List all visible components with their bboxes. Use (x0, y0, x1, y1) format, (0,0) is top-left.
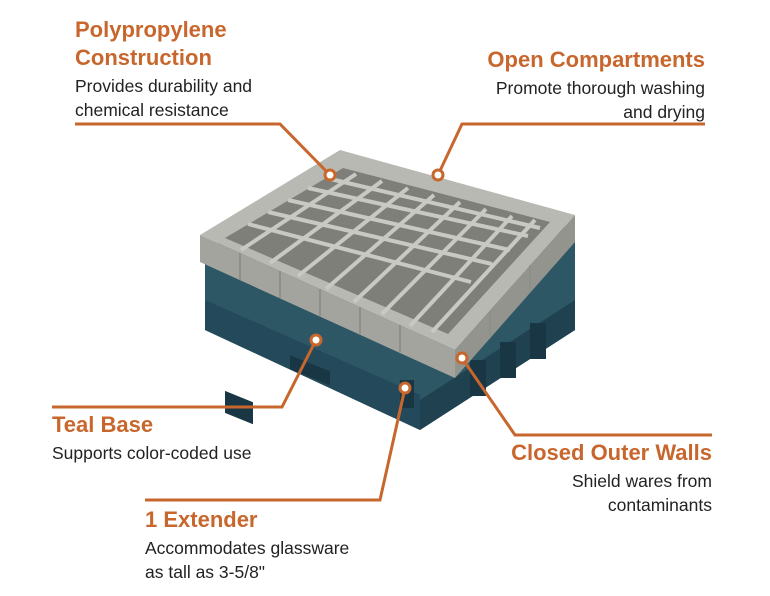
callout-title: 1 Extender (145, 507, 258, 532)
gray-extender (200, 150, 575, 378)
callout-title: Polypropylene (75, 17, 227, 42)
callout-open-compartments: Open Compartments Promote thorough washi… (487, 46, 705, 124)
callout-description: Supports color-coded use (52, 443, 252, 463)
callout-teal-base: Teal Base Supports color-coded use (52, 411, 251, 465)
callout-description: as tall as 3-5/8" (145, 562, 266, 582)
callout-title: Construction (75, 45, 212, 70)
callout-title: Closed Outer Walls (511, 440, 712, 465)
callout-description: and drying (623, 102, 705, 122)
callout-title: Teal Base (52, 412, 154, 437)
connector-dots (309, 168, 469, 395)
callout-description: Accommodates glassware (145, 538, 350, 558)
callout-extender: 1 Extender Accommodates glassware as tal… (145, 506, 349, 584)
callout-title: Open Compartments (487, 47, 705, 72)
callout-polypropylene: Polypropylene Construction Provides dura… (75, 16, 252, 122)
callout-description: Shield wares from (571, 471, 712, 491)
callout-description: contaminants (607, 495, 712, 515)
callout-closed-outer-walls: Closed Outer Walls Shield wares from con… (511, 439, 712, 517)
callout-description: Promote thorough washing (495, 78, 705, 98)
callout-description: Provides durability and (75, 76, 253, 96)
leader-lines (52, 122, 712, 502)
callout-description: chemical resistance (75, 100, 229, 120)
